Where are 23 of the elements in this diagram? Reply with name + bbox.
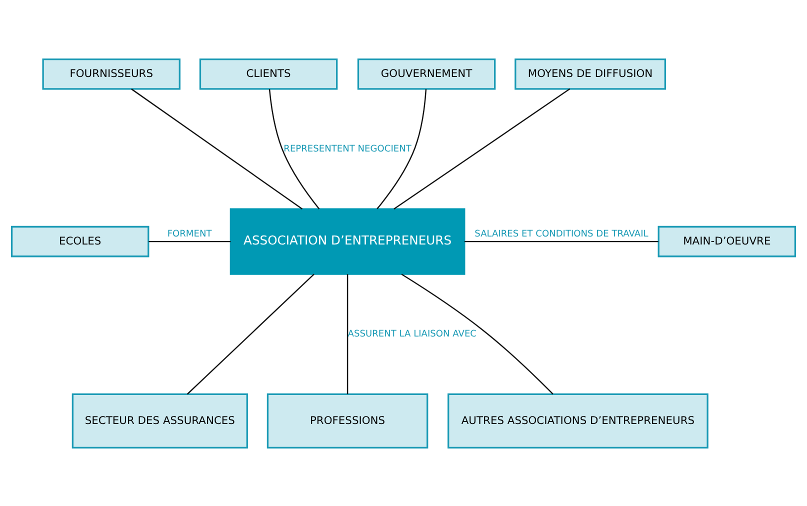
connector <box>186 273 314 394</box>
node-box: AUTRES ASSOCIATIONS D’ENTREPRENEURS <box>448 392 708 448</box>
connector <box>346 274 348 394</box>
node-box: PROFESSIONS <box>266 392 428 448</box>
edge-label: FORMENT <box>167 228 212 239</box>
node-box: MOYENS DE DIFFUSION <box>514 58 666 90</box>
node-box: CLIENTS <box>199 58 338 90</box>
node-box: ECOLES <box>10 225 150 257</box>
node-box: SECTEUR DES ASSURANCES <box>72 392 248 448</box>
edge-label: ASSURENT LA LIAISON AVEC <box>348 328 476 339</box>
node-box: ASSOCIATION D’ENTREPRENEURS <box>230 208 466 274</box>
node-box: FOURNISSEURS <box>42 58 180 90</box>
connector <box>394 88 570 210</box>
connector <box>464 240 658 242</box>
connector <box>148 240 231 242</box>
node-box: GOUVERNEMENT <box>357 58 496 90</box>
connector <box>268 88 320 209</box>
connector <box>401 273 554 394</box>
edge-label: SALAIRES ET CONDITIONS DE TRAVAIL <box>474 228 648 239</box>
connector <box>131 88 303 209</box>
edge-label: REPRESENTENT NEGOCIENT <box>284 144 412 154</box>
node-box: MAIN-D’OEUVRE <box>658 225 796 257</box>
connector <box>376 88 427 209</box>
